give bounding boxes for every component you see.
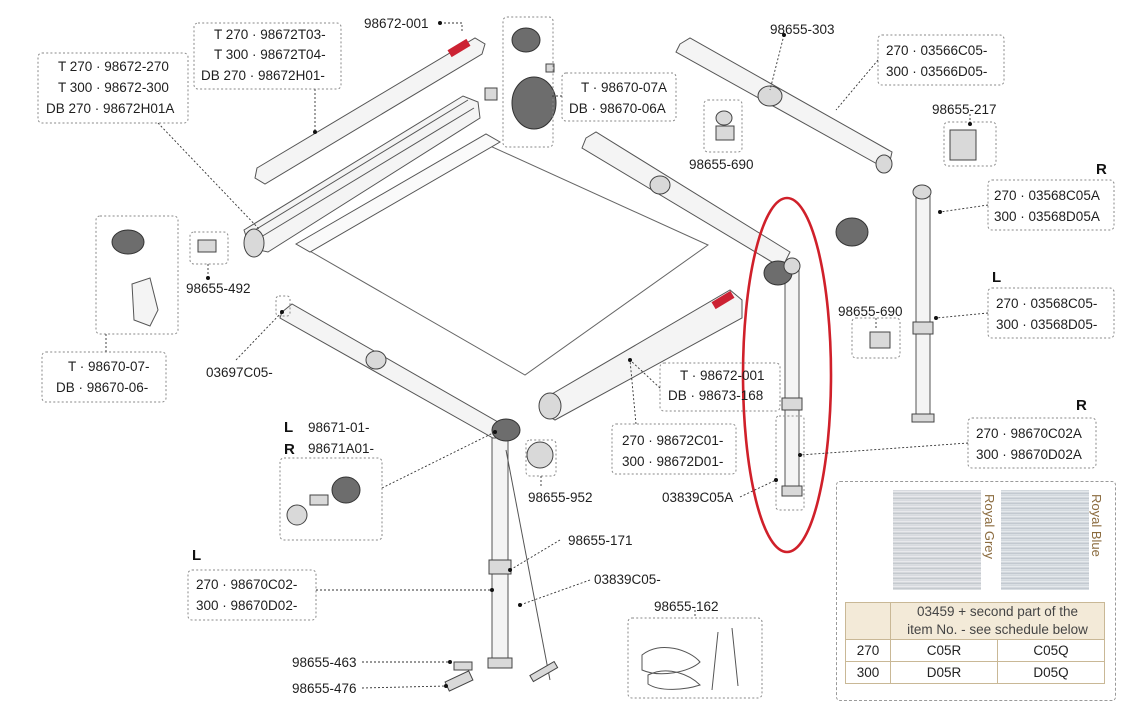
floor-brackets xyxy=(444,661,474,692)
label-l-bottom: L xyxy=(192,547,201,564)
schedule-size-cell: 270 xyxy=(845,639,891,662)
swatch-royal-blue xyxy=(1001,490,1089,590)
fabric-color-panel: Royal Grey Royal Blue 03459 + second par… xyxy=(836,481,1116,701)
label-300-03566d05: 300 · 03566D05- xyxy=(886,64,987,79)
label-300-98672d01: 300 · 98672D01- xyxy=(622,454,723,469)
label-98671a01: 98671A01- xyxy=(308,441,374,456)
label-270-03566c05: 270 · 03566C05- xyxy=(886,43,987,58)
label-03839c05: 03839C05- xyxy=(594,572,661,587)
box-endcap-left xyxy=(95,215,179,335)
box-98672-001 xyxy=(659,362,781,412)
box-98670c02 xyxy=(187,569,317,621)
label-db-98670-06: DB · 98670-06- xyxy=(56,380,148,395)
table-row: 300 D05R D05Q xyxy=(845,661,1105,684)
swatch-royal-blue-label: Royal Blue xyxy=(1089,494,1104,557)
small-parts-r xyxy=(286,110,977,526)
label-db270-98672h01a: DB 270 · 98672H01A xyxy=(46,101,174,116)
arm-tube-top-right xyxy=(675,37,893,174)
label-03697c05: 03697C05- xyxy=(206,365,273,380)
label-r-right: R xyxy=(1076,397,1087,414)
label-270-98670c02a: 270 · 98670C02A xyxy=(976,426,1082,441)
label-98655-476: 98655-476 xyxy=(292,681,357,696)
box-98655-162 xyxy=(627,617,763,699)
box-98670-07 xyxy=(41,351,167,403)
box-98655-492 xyxy=(189,231,229,265)
label-300-03568d05: 300 · 03568D05- xyxy=(996,317,1097,332)
box-03568c05a xyxy=(987,179,1115,231)
label-98671-01: 98671-01- xyxy=(308,420,370,435)
box-03697c05 xyxy=(275,295,291,317)
swatch-royal-grey xyxy=(893,490,981,590)
label-l-mid: L xyxy=(992,269,1001,286)
schedule-header: 03459 + second part of the item No. - se… xyxy=(890,602,1105,640)
label-db-98673-168: DB · 98673-168 xyxy=(668,388,763,403)
right-support-leg-highlighted xyxy=(763,257,803,497)
label-t270-98672-270: T 270 · 98672-270 xyxy=(58,59,169,74)
box-98672c01 xyxy=(611,423,737,475)
front-profile-upper xyxy=(254,37,486,185)
label-98672-001: 98672-001 xyxy=(364,16,429,31)
schedule-blue-cell: C05Q xyxy=(997,639,1105,662)
box-03566 xyxy=(877,34,1005,86)
box-endcap-top xyxy=(502,16,554,148)
schedule-grey-cell: D05R xyxy=(890,661,998,684)
box-98672-t xyxy=(193,22,342,90)
swatch-royal-grey-label: Royal Grey xyxy=(982,494,997,560)
label-t-98672-001: T · 98672-001 xyxy=(680,368,765,383)
front-lead-bar xyxy=(538,289,743,421)
label-98655-690-mid: 98655-690 xyxy=(838,304,903,319)
box-98670c02a xyxy=(967,417,1097,469)
left-support-leg xyxy=(487,418,559,683)
highlight-circle xyxy=(741,196,833,554)
schedule-grey-cell: C05R xyxy=(890,639,998,662)
label-98655-303: 98655-303 xyxy=(770,22,835,37)
label-03839c05a: 03839C05A xyxy=(662,490,733,505)
table-row: 270 C05R C05Q xyxy=(845,639,1105,662)
straps-and-pegs xyxy=(641,627,739,691)
end-cap-top-right xyxy=(484,27,557,130)
schedule-blue-cell: D05Q xyxy=(997,661,1105,684)
label-r-left: R xyxy=(284,441,295,458)
label-db270-98672h01: DB 270 · 98672H01- xyxy=(201,68,325,83)
label-270-03568c05a: 270 · 03568C05A xyxy=(994,188,1100,203)
box-98655-690-top xyxy=(703,99,743,153)
label-r-top: R xyxy=(1096,161,1107,178)
schedule-header-line1: 03459 + second part of the xyxy=(917,604,1078,619)
fabric-schedule-table: 03459 + second part of the item No. - se… xyxy=(845,602,1105,684)
label-270-98672c01: 270 · 98672C01- xyxy=(622,433,723,448)
leader-dots xyxy=(206,21,972,688)
label-t-98670-07: T · 98670-07- xyxy=(68,359,150,374)
label-t-98670-07a: T · 98670-07A xyxy=(581,80,667,95)
label-98655-217: 98655-217 xyxy=(932,102,997,117)
label-t300-98672t04: T 300 · 98672T04- xyxy=(214,47,326,62)
far-right-support-leg xyxy=(911,184,935,423)
label-98655-952: 98655-952 xyxy=(528,490,593,505)
label-t300-98672-300: T 300 · 98672-300 xyxy=(58,80,169,95)
label-db-98670-06a: DB · 98670-06A xyxy=(569,101,666,116)
box-03568c05 xyxy=(987,287,1115,339)
label-98655-492: 98655-492 xyxy=(186,281,251,296)
end-cap-left xyxy=(111,229,217,327)
box-98672-270 xyxy=(37,52,189,124)
box-98671 xyxy=(279,457,383,541)
label-t270-98672t03: T 270 · 98672T03- xyxy=(214,27,326,42)
label-l-left: L xyxy=(284,419,293,436)
label-98655-463: 98655-463 xyxy=(292,655,357,670)
cassette-top-part xyxy=(243,95,481,258)
schedule-header-line2: item No. - see schedule below xyxy=(907,622,1088,637)
label-98655-162: 98655-162 xyxy=(654,599,719,614)
label-98655-171: 98655-171 xyxy=(568,533,633,548)
label-300-98670d02: 300 · 98670D02- xyxy=(196,598,297,613)
label-300-98670d02a: 300 · 98670D02A xyxy=(976,447,1082,462)
label-98655-690-top: 98655-690 xyxy=(689,157,754,172)
label-270-98670c02: 270 · 98670C02- xyxy=(196,577,297,592)
schedule-corner-cell xyxy=(845,602,891,640)
box-98670-07a xyxy=(561,72,677,122)
label-270-03568c05: 270 · 03568C05- xyxy=(996,296,1097,311)
box-03839c05a xyxy=(775,415,805,511)
label-300-03568d05a: 300 · 03568D05A xyxy=(994,209,1100,224)
schedule-size-cell: 300 xyxy=(845,661,891,684)
